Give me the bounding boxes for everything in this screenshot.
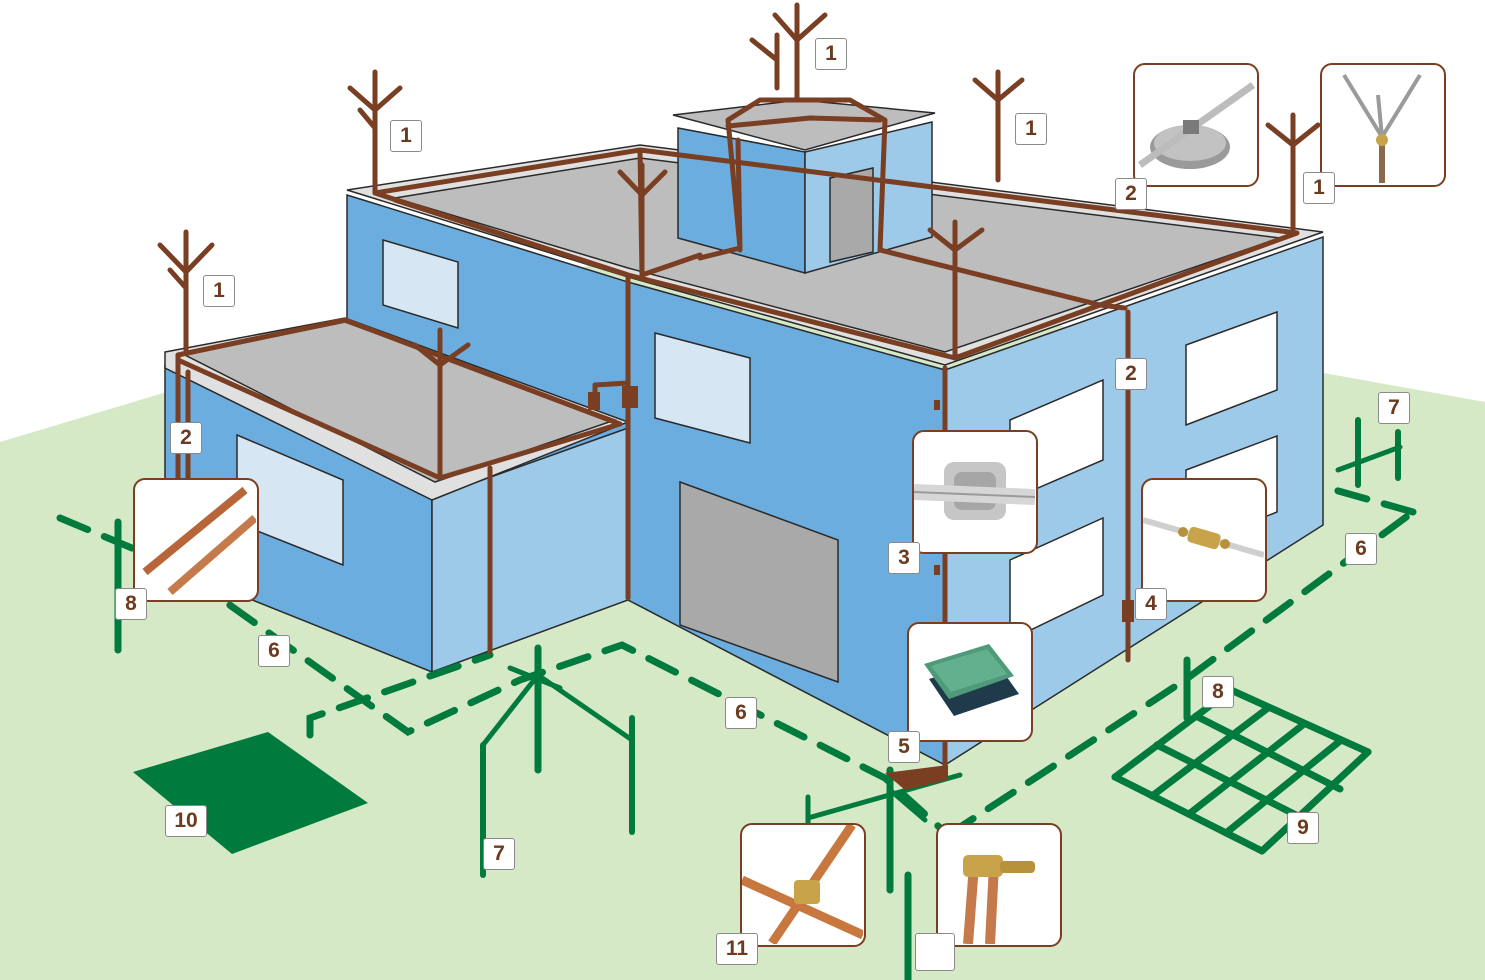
photo-earth-rod	[133, 478, 259, 602]
window	[1185, 310, 1278, 427]
air-terminal	[749, 2, 828, 103]
air-terminal	[1265, 112, 1321, 235]
air-terminal	[347, 69, 403, 196]
label-fixing-clip: 3	[888, 542, 920, 574]
window	[1009, 516, 1104, 642]
label-earth-plate: 10	[165, 805, 207, 837]
label-test-joint: 4	[1135, 588, 1167, 620]
air-terminal	[617, 162, 668, 278]
photo-conductor-support	[1133, 63, 1259, 187]
label-ring-conductor: 6	[1345, 533, 1377, 565]
label-down-conductor: 2	[1115, 358, 1147, 390]
air-terminal	[927, 219, 985, 361]
photo-rod-clamp	[740, 823, 866, 947]
label-conductor: 2	[1115, 178, 1147, 210]
earth-rod	[480, 672, 541, 748]
fixing-point	[934, 565, 940, 575]
fixing-point	[934, 400, 940, 410]
label-ring-conductor: 6	[258, 635, 290, 667]
photo-inspection-pit	[907, 622, 1033, 742]
test-joint-clamp	[1122, 600, 1134, 622]
label-earth-rod: 8	[1202, 676, 1234, 708]
housing-door	[829, 167, 874, 263]
air-terminal	[972, 69, 1025, 183]
label-ring-conductor: 6	[725, 697, 757, 729]
air-terminal	[412, 327, 471, 481]
photo-test-joint	[1141, 478, 1267, 602]
label-rod-coupler	[915, 933, 955, 971]
label-air-terminal: 1	[1303, 172, 1335, 204]
building	[164, 99, 1324, 767]
lower-roof-conductor	[175, 317, 623, 481]
photo-rod-coupler	[936, 823, 1062, 947]
label-air-terminal: 1	[815, 38, 847, 70]
window	[654, 332, 751, 444]
label-air-terminal: 1	[1015, 113, 1047, 145]
photo-air-terminal	[1320, 63, 1446, 187]
label-inspection-pit: 5	[888, 731, 920, 763]
test-joint-clamp	[622, 386, 638, 408]
label-earth-mesh: 9	[1287, 812, 1319, 844]
label-earth-rod: 8	[115, 588, 147, 620]
earth-rod	[887, 787, 928, 823]
window	[382, 238, 459, 330]
air-terminal	[157, 229, 215, 355]
label-earth-rods: 7	[1378, 392, 1410, 424]
pit-connector	[885, 765, 948, 790]
label-down-conductor: 2	[170, 422, 202, 454]
earth-rod	[1335, 444, 1403, 473]
label-air-terminal: 1	[203, 275, 235, 307]
housing-conductor	[697, 97, 888, 261]
garage-door	[679, 480, 839, 684]
test-joint-clamp	[588, 392, 600, 410]
earth-plate	[133, 732, 368, 854]
label-air-terminal: 1	[390, 120, 422, 152]
ring-conductor-left-loop	[306, 651, 494, 739]
earth-rod	[507, 665, 563, 691]
photo-fixing-clip	[912, 430, 1038, 554]
label-rod-clamp: 11	[716, 933, 758, 965]
earth-mesh	[1111, 686, 1372, 855]
label-earth-rods: 7	[483, 838, 515, 870]
